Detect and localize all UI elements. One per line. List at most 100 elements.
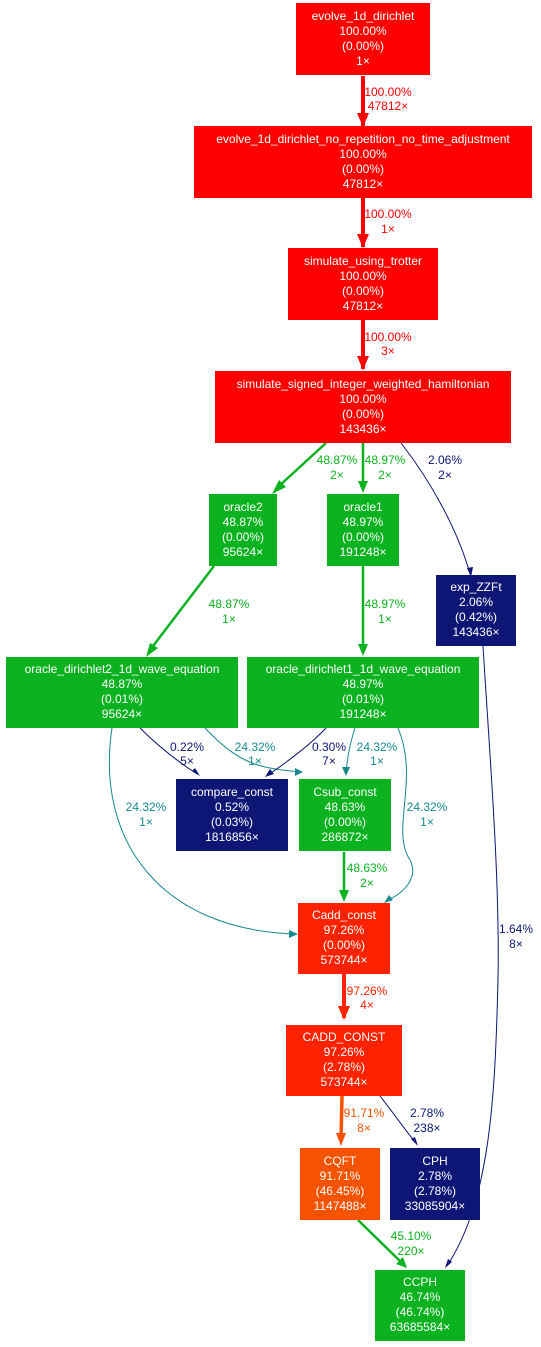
node-name: oracle2 [223,500,263,514]
node-self-percent: (2.78%) [414,1184,456,1198]
edge-dirichlet2-to-cadd-const: 24.32% 1× [108,727,298,938]
node-cadd-const-upper[interactable]: CADD_CONST 97.26% (2.78%) 573744× [286,1025,402,1096]
edge-cadd-const-upper-to-cqft: 91.71% 8× [336,1095,385,1146]
node-total-percent: 97.26% [324,1045,365,1059]
node-cph[interactable]: CPH 2.78% (2.78%) 33085904× [390,1148,480,1220]
edge-label-count: 2× [330,468,344,482]
edge-oracle2-to-dirichlet2: 48.87% 1× [146,565,250,657]
node-call-count: 95624× [223,545,263,559]
node-total-percent: 48.63% [325,800,366,814]
node-oracle-dirichlet2[interactable]: oracle_dirichlet2_1d_wave_equation 48.87… [6,657,238,728]
edge-hamiltonian-to-exp-zzft: 2.06% 2× [400,442,473,577]
edge-label-count: 8× [357,1121,371,1135]
edge-label-percent: 24.32% [357,740,398,754]
edge-label-percent: 91.71% [344,1106,385,1120]
edge-dirichlet1-to-csub-const: 24.32% 1× [342,727,398,776]
edge-label-percent: 100.00% [364,330,412,344]
edge-label-percent: 100.00% [364,207,412,221]
node-cqft[interactable]: CQFT 91.71% (46.45%) 1147488× [300,1148,380,1220]
node-name: Cadd_const [312,908,377,922]
node-name: compare_const [191,785,274,799]
edge-dirichlet2-to-csub-const: 24.32% 1× [204,727,303,776]
node-total-percent: 46.74% [400,1290,441,1304]
node-name: CPH [422,1154,447,1168]
node-compare-const[interactable]: compare_const 0.52% (0.03%) 1816856× [176,779,288,851]
node-call-count: 191248× [339,707,386,721]
node-total-percent: 91.71% [320,1169,361,1183]
edge-dirichlet2-to-compare-const: 0.22% 5× [139,727,204,776]
edge-label-percent: 48.87% [317,453,358,467]
node-evolve-1d-dirichlet[interactable]: evolve_1d_dirichlet 100.00% (0.00%) 1× [296,3,430,75]
node-total-percent: 0.52% [215,800,249,814]
node-call-count: 33085904× [405,1199,465,1213]
edge-label-count: 2× [360,876,374,890]
node-self-percent: (0.00%) [222,530,264,544]
node-oracle-dirichlet1[interactable]: oracle_dirichlet1_1d_wave_equation 48.97… [247,657,479,728]
node-self-percent: (0.00%) [342,530,384,544]
node-call-count: 143436× [339,422,386,436]
edge-label-count: 1× [381,222,395,236]
node-total-percent: 100.00% [339,269,387,283]
node-exp-zzft[interactable]: exp_ZZFt 2.06% (0.42%) 143436× [436,575,516,646]
node-total-percent: 48.87% [102,677,143,691]
edge-dirichlet1-to-compare-const: 0.30% 7× [265,727,346,777]
edge-label-count: 2× [438,468,452,482]
node-self-percent: (0.01%) [342,692,384,706]
node-ccph[interactable]: CCPH 46.74% (46.74%) 63685584× [375,1270,465,1341]
node-call-count: 47812× [343,177,383,191]
edge-label-percent: 45.10% [391,1229,432,1243]
edge-label-count: 2× [378,468,392,482]
node-total-percent: 97.26% [324,923,365,937]
edge-label-count: 1× [378,612,392,626]
edge-cadd-const-to-cadd-const-upper: 97.26% 4× [338,974,388,1020]
edge-label-percent: 1.64% [499,922,533,936]
node-name: simulate_using_trotter [304,254,422,268]
node-total-percent: 48.87% [223,515,264,529]
node-simulate-hamiltonian[interactable]: simulate_signed_integer_weighted_hamilto… [215,371,511,443]
node-self-percent: (2.78%) [323,1060,365,1074]
node-name: evolve_1d_dirichlet [312,9,415,23]
edge-label-percent: 48.97% [365,597,406,611]
node-cadd-const[interactable]: Cadd_const 97.26% (0.00%) 573744× [298,903,390,974]
edge-label-count: 220× [397,1244,424,1258]
edge-label-percent: 2.06% [428,453,462,467]
edge-evolve-to-no-repetition: 100.00% 47812× [357,76,412,127]
edge-label-count: 1× [370,754,384,768]
node-oracle2[interactable]: oracle2 48.87% (0.00%) 95624× [209,494,277,566]
edge-label-count: 238× [413,1121,440,1135]
edge-label-count: 1× [420,815,434,829]
node-call-count: 1816856× [205,830,259,844]
node-total-percent: 100.00% [339,392,387,406]
edge-label-count: 1× [222,612,236,626]
node-self-percent: (0.42%) [455,610,497,624]
edge-label-count: 1× [248,754,262,768]
edge-label-percent: 48.63% [347,861,388,875]
node-call-count: 95624× [102,707,142,721]
edge-label-percent: 2.78% [410,1106,444,1120]
node-simulate-using-trotter[interactable]: simulate_using_trotter 100.00% (0.00%) 4… [288,248,438,320]
node-self-percent: (46.74%) [396,1305,445,1319]
node-name: oracle1 [343,500,383,514]
edge-label-percent: 0.22% [170,740,204,754]
edge-csub-const-to-cadd-const: 48.63% 2× [339,852,388,902]
edge-trotter-to-hamiltonian: 100.00% 3× [357,320,412,370]
node-csub-const[interactable]: Csub_const 48.63% (0.00%) 286872× [299,779,391,851]
node-call-count: 63685584× [390,1320,450,1334]
edge-label-count: 5× [180,754,194,768]
node-name: simulate_signed_integer_weighted_hamilto… [237,377,490,391]
node-oracle1[interactable]: oracle1 48.97% (0.00%) 191248× [327,494,399,566]
node-self-percent: (0.00%) [342,284,384,298]
node-self-percent: (46.45%) [316,1184,365,1198]
edge-hamiltonian-to-oracle1: 48.97% 2× [358,443,406,493]
node-name: exp_ZZFt [450,580,502,594]
edge-label-percent: 24.32% [407,800,448,814]
edge-hamiltonian-to-oracle2: 48.87% 2× [272,442,358,494]
edge-cadd-const-upper-to-cph: 2.78% 238× [379,1095,444,1146]
node-call-count: 573744× [320,1075,367,1089]
node-self-percent: (0.01%) [101,692,143,706]
node-call-count: 47812× [343,299,383,313]
edge-label-percent: 0.30% [312,740,346,754]
node-evolve-no-repetition[interactable]: evolve_1d_dirichlet_no_repetition_no_tim… [194,126,532,198]
edge-label-percent: 48.87% [209,597,250,611]
